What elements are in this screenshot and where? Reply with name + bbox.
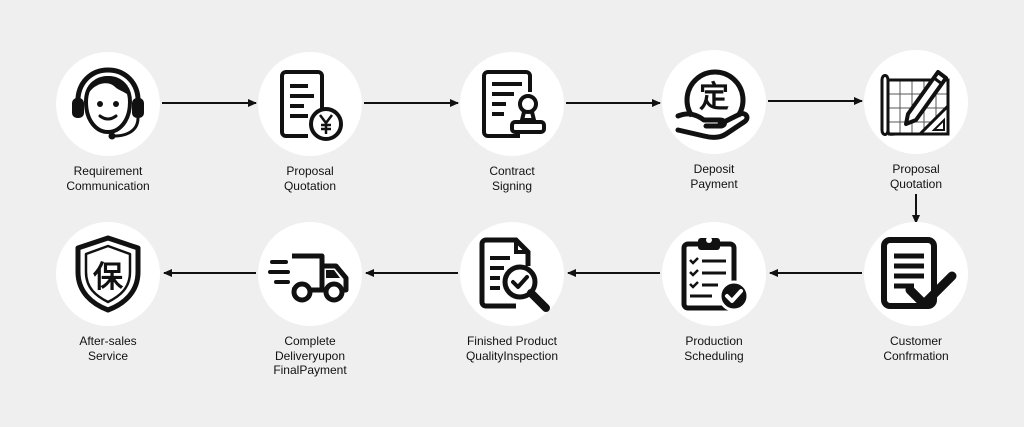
step-circle: [460, 52, 564, 156]
clipboard-check-icon: [681, 237, 750, 312]
step-circle: 定: [662, 50, 766, 154]
step-circle: [864, 50, 968, 154]
step-circle: 保: [56, 222, 160, 326]
delivery-truck-icon: [268, 253, 349, 303]
svg-text:定: 定: [699, 80, 729, 115]
step-circle: [460, 222, 564, 326]
step-circle: [258, 52, 362, 156]
step-circle: [864, 222, 968, 326]
document-stamp-icon: [482, 70, 546, 138]
step-circle: [56, 52, 160, 156]
document-check-icon: [881, 237, 957, 309]
svg-text:保: 保: [93, 260, 124, 295]
blueprint-pencil-icon: [880, 70, 950, 136]
step-circle: [662, 222, 766, 326]
step-circle: [258, 222, 362, 326]
headset-person-icon: [72, 67, 144, 140]
hand-coin-icon: 定: [675, 69, 750, 140]
document-yen-icon: [280, 70, 343, 141]
shield-icon: 保: [75, 235, 141, 313]
document-magnifier-icon: [479, 237, 550, 312]
